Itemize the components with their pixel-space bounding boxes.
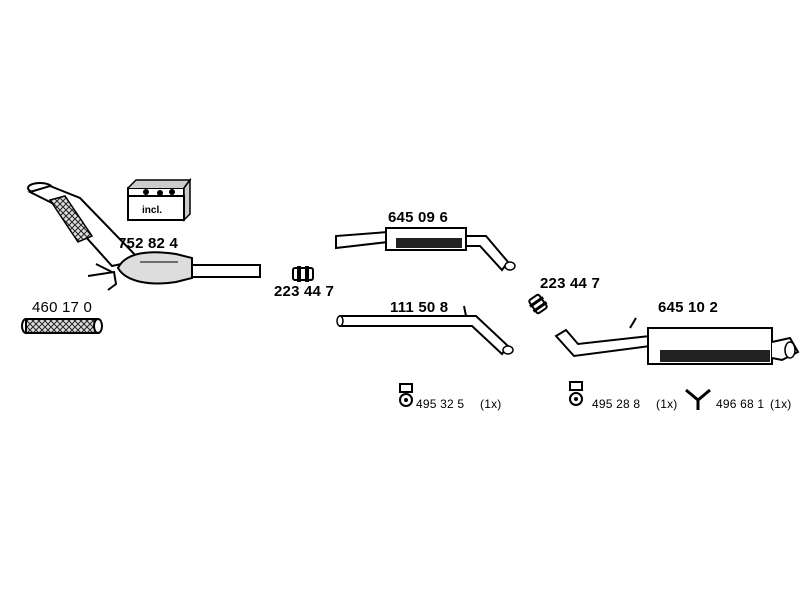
intermediate-pipe: [336, 305, 514, 356]
rubber-mount-2-icon: [569, 381, 583, 406]
qty-495325: (1x): [480, 397, 502, 411]
qty-496681: (1x): [770, 397, 792, 411]
part-number-111508: 111 50 8: [390, 299, 449, 316]
clamp-front-icon: [292, 266, 314, 282]
part-number-223447-front: 223 44 7: [274, 283, 334, 300]
rear-silencer: [554, 317, 800, 365]
part-number-495325: 495 32 5: [416, 397, 465, 411]
catalytic-converter-front-pipe: [27, 182, 261, 291]
middle-silencer: [335, 227, 516, 272]
part-number-496681: 496 68 1: [716, 397, 765, 411]
flex-pipe: [21, 318, 103, 334]
v-hanger-icon: [685, 388, 711, 410]
part-number-223447-rear: 223 44 7: [540, 275, 600, 292]
qty-495288: (1x): [656, 397, 678, 411]
part-number-752824: 752 82 4: [118, 235, 178, 252]
mounting-kit-badge: incl.: [140, 205, 165, 216]
part-number-645096: 645 09 6: [388, 209, 448, 226]
clamp-rear-icon: [528, 293, 548, 315]
part-number-495288: 495 28 8: [592, 397, 641, 411]
part-number-645102: 645 10 2: [658, 299, 718, 316]
rubber-mount-icon: [399, 383, 413, 407]
part-number-460170: 460 17 0: [32, 299, 92, 316]
